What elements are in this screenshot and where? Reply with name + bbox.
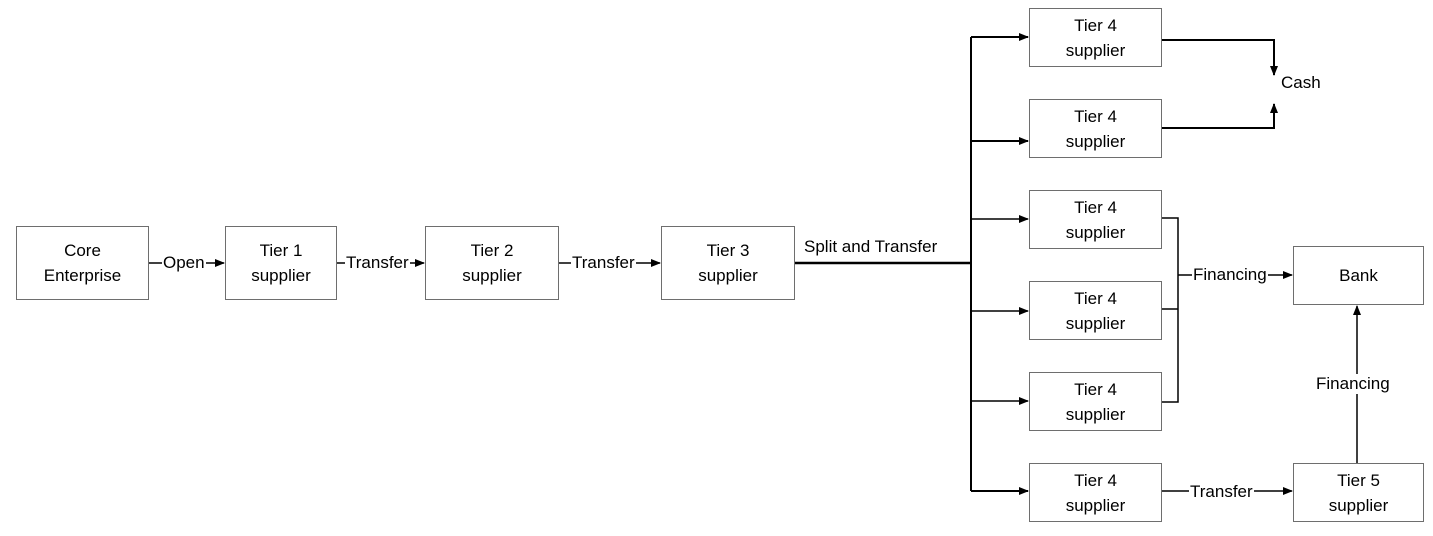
- node-tier4-e-label: Tier 4 supplier: [1065, 379, 1126, 424]
- node-tier4-c-label: Tier 4 supplier: [1065, 197, 1126, 242]
- edge-tier4-a-cash: [1161, 39, 1278, 76]
- node-tier1-label: Tier 1 supplier: [251, 241, 311, 285]
- node-tier5-label: Tier 5 supplier: [1328, 470, 1389, 515]
- edge-label-split-and-transfer: Split and Transfer: [804, 237, 938, 256]
- node-tier3-supplier: Tier 3 supplier: [661, 226, 795, 300]
- edge-label-transfer-1-2: Transfer: [345, 253, 410, 273]
- node-tier4-supplier-c: Tier 4 supplier: [1029, 190, 1162, 249]
- node-tier2-label: Tier 2 supplier: [462, 241, 522, 285]
- edge-label-transfer-4-5: Transfer: [1189, 482, 1254, 502]
- node-tier2-supplier: Tier 2 supplier: [425, 226, 559, 300]
- node-tier4-d-label: Tier 4 supplier: [1065, 288, 1126, 333]
- node-tier4-supplier-a: Tier 4 supplier: [1029, 8, 1162, 67]
- edge-label-open: Open: [162, 253, 206, 273]
- node-tier5-supplier: Tier 5 supplier: [1293, 463, 1424, 522]
- node-tier1-supplier: Tier 1 supplier: [225, 226, 337, 300]
- node-tier4-a-label: Tier 4 supplier: [1065, 15, 1126, 60]
- node-tier3-label: Tier 3 supplier: [698, 241, 758, 285]
- node-tier4-supplier-d: Tier 4 supplier: [1029, 281, 1162, 340]
- node-bank-label: Bank: [1339, 266, 1378, 285]
- edge-tier4-b-cash: [1161, 103, 1278, 129]
- edge-label-cash: Cash: [1280, 73, 1322, 93]
- node-core-enterprise-label: Core Enterprise: [43, 241, 122, 285]
- edge-label-financing-to-bank: Financing: [1192, 265, 1268, 285]
- node-tier4-supplier-f: Tier 4 supplier: [1029, 463, 1162, 522]
- financing-bracket: [1161, 217, 1179, 403]
- node-bank: Bank: [1293, 246, 1424, 305]
- node-tier4-f-label: Tier 4 supplier: [1065, 470, 1126, 515]
- node-tier4-supplier-e: Tier 4 supplier: [1029, 372, 1162, 431]
- node-core-enterprise: Core Enterprise: [16, 226, 149, 300]
- node-tier4-supplier-b: Tier 4 supplier: [1029, 99, 1162, 158]
- node-tier4-b-label: Tier 4 supplier: [1065, 106, 1126, 151]
- edge-label-transfer-2-3: Transfer: [571, 253, 636, 273]
- edge-label-financing-5-bank: Financing: [1315, 374, 1391, 394]
